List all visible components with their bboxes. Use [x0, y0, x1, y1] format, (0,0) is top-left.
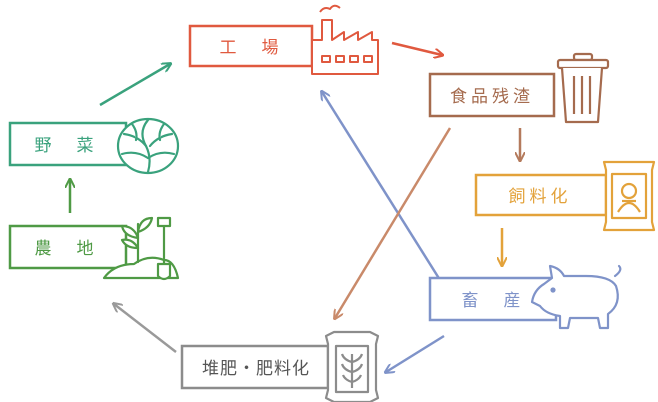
pig-icon: [530, 264, 622, 330]
node-food-waste: 食品残渣: [428, 52, 610, 124]
node-farmland: 農 地: [8, 216, 180, 281]
fertilizer-bag-icon: [324, 330, 380, 402]
sprout-shovel-icon: [102, 216, 180, 281]
feed-bag-icon: [602, 160, 656, 232]
arrow-compost-to-farmland: [114, 304, 177, 353]
node-factory: 工 場: [188, 4, 379, 75]
node-vegetables: 野 菜: [8, 117, 180, 175]
node-feed: 飼料化: [474, 160, 656, 232]
node-compost: 堆肥・肥料化: [180, 330, 380, 402]
arrow-livestock-to-compost: [386, 334, 445, 372]
arrow-waste-to-compost: [335, 127, 452, 318]
node-feed-label: 飼料化: [509, 187, 572, 207]
arrow-factory-to-waste: [391, 41, 442, 55]
factory-icon: [311, 4, 379, 75]
node-compost-label: 堆肥・肥料化: [202, 359, 310, 379]
trash-can-icon: [556, 52, 610, 124]
node-farmland-label: 農 地: [35, 239, 98, 259]
node-factory-label: 工 場: [220, 38, 283, 58]
node-livestock: 畜 産: [428, 264, 622, 330]
arrow-vegetables-to-factory: [99, 64, 170, 107]
node-food-waste-label: 食品残渣: [450, 87, 534, 107]
cabbage-icon: [116, 117, 180, 175]
arrow-livestock-to-factory: [322, 92, 442, 281]
node-livestock-label: 畜 産: [462, 291, 525, 311]
node-vegetables-label: 野 菜: [35, 136, 98, 156]
